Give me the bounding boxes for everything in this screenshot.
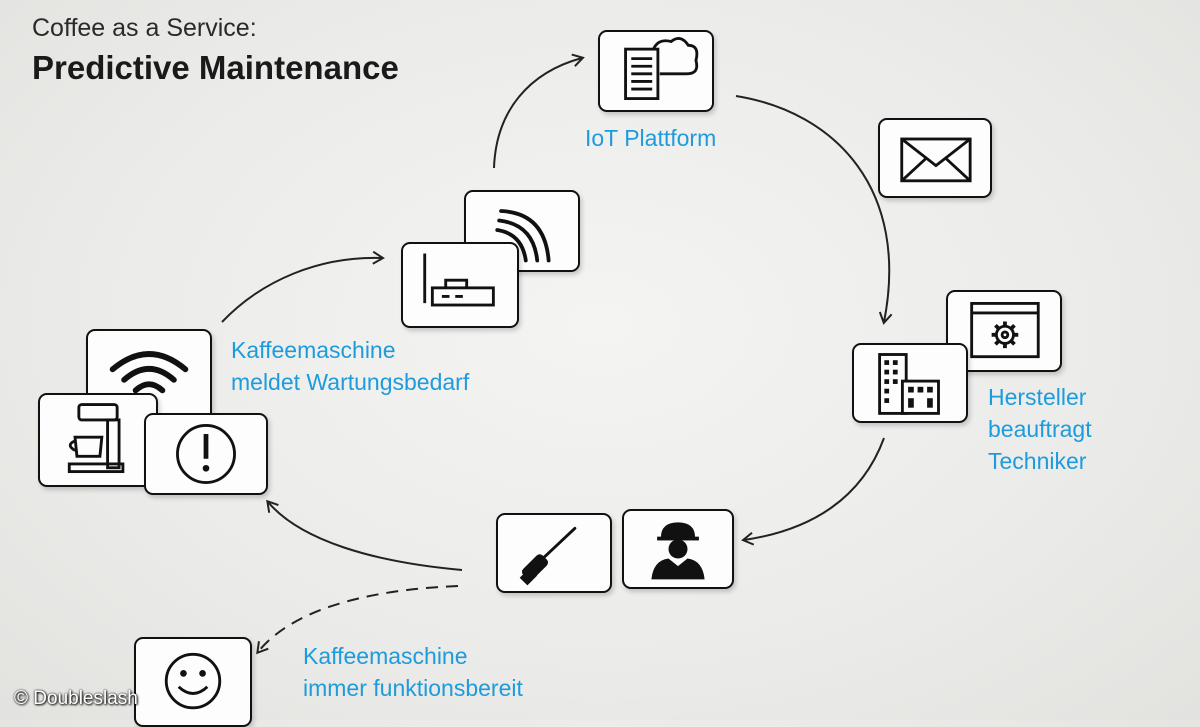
copyright-notice: © Doubleslash — [14, 688, 138, 709]
diagram-title: Predictive Maintenance — [32, 49, 399, 86]
gear-window-icon — [970, 301, 1040, 359]
message-card — [878, 118, 992, 198]
arrow-technician-to-machine — [266, 499, 463, 571]
diagram-subtitle: Coffee as a Service: — [32, 14, 257, 42]
router-icon — [423, 253, 495, 307]
manufacturer-line-2: beauftragt — [988, 416, 1092, 442]
server-cloud-icon — [624, 37, 699, 101]
manufacturer-line-3: Techniker — [988, 448, 1087, 474]
machine-reports-label: Kaffeemaschine meldet Wartungsbedarf — [231, 334, 469, 398]
coffee-machine-card — [38, 393, 158, 487]
screwdriver-icon — [519, 526, 577, 586]
iot-platform-text: IoT Plattform — [585, 125, 717, 151]
signal-card — [464, 190, 580, 272]
machine-reports-line-2: meldet Wartungsbedarf — [231, 369, 470, 395]
smiley-icon — [164, 652, 222, 710]
manufacturer-label: Hersteller beauftragt Techniker — [988, 381, 1092, 477]
arrow-manufacturer-to-technician — [741, 437, 885, 546]
arrow-wifi-to-router — [221, 250, 385, 323]
envelope-icon — [900, 137, 972, 183]
manufacturer-line-1: Hersteller — [988, 384, 1087, 410]
alert-card — [144, 413, 268, 495]
signal-icon — [495, 209, 551, 263]
machine-reports-line-1: Kaffeemaschine — [231, 337, 396, 363]
coffee-machine-icon — [67, 403, 125, 474]
arrow-dashed-to-smiley — [256, 585, 459, 655]
iot-platform-card — [598, 30, 714, 112]
exclamation-icon — [176, 424, 236, 484]
tool-card — [496, 513, 612, 593]
iot-platform-label: IoT Plattform — [585, 122, 716, 154]
technician-card — [622, 509, 734, 589]
happy-card — [134, 637, 252, 727]
technician-icon — [651, 522, 705, 580]
arrow-router-to-iot — [493, 53, 585, 169]
manufacturer-card — [852, 343, 968, 423]
always-ready-label: Kaffeemaschine immer funktionsbereit — [303, 640, 523, 704]
always-ready-line-1: Kaffeemaschine — [303, 643, 468, 669]
always-ready-line-2: immer funktionsbereit — [303, 675, 523, 701]
building-icon — [878, 353, 940, 415]
arrow-iot-to-manufacturer — [735, 95, 893, 325]
router-card — [401, 242, 519, 328]
